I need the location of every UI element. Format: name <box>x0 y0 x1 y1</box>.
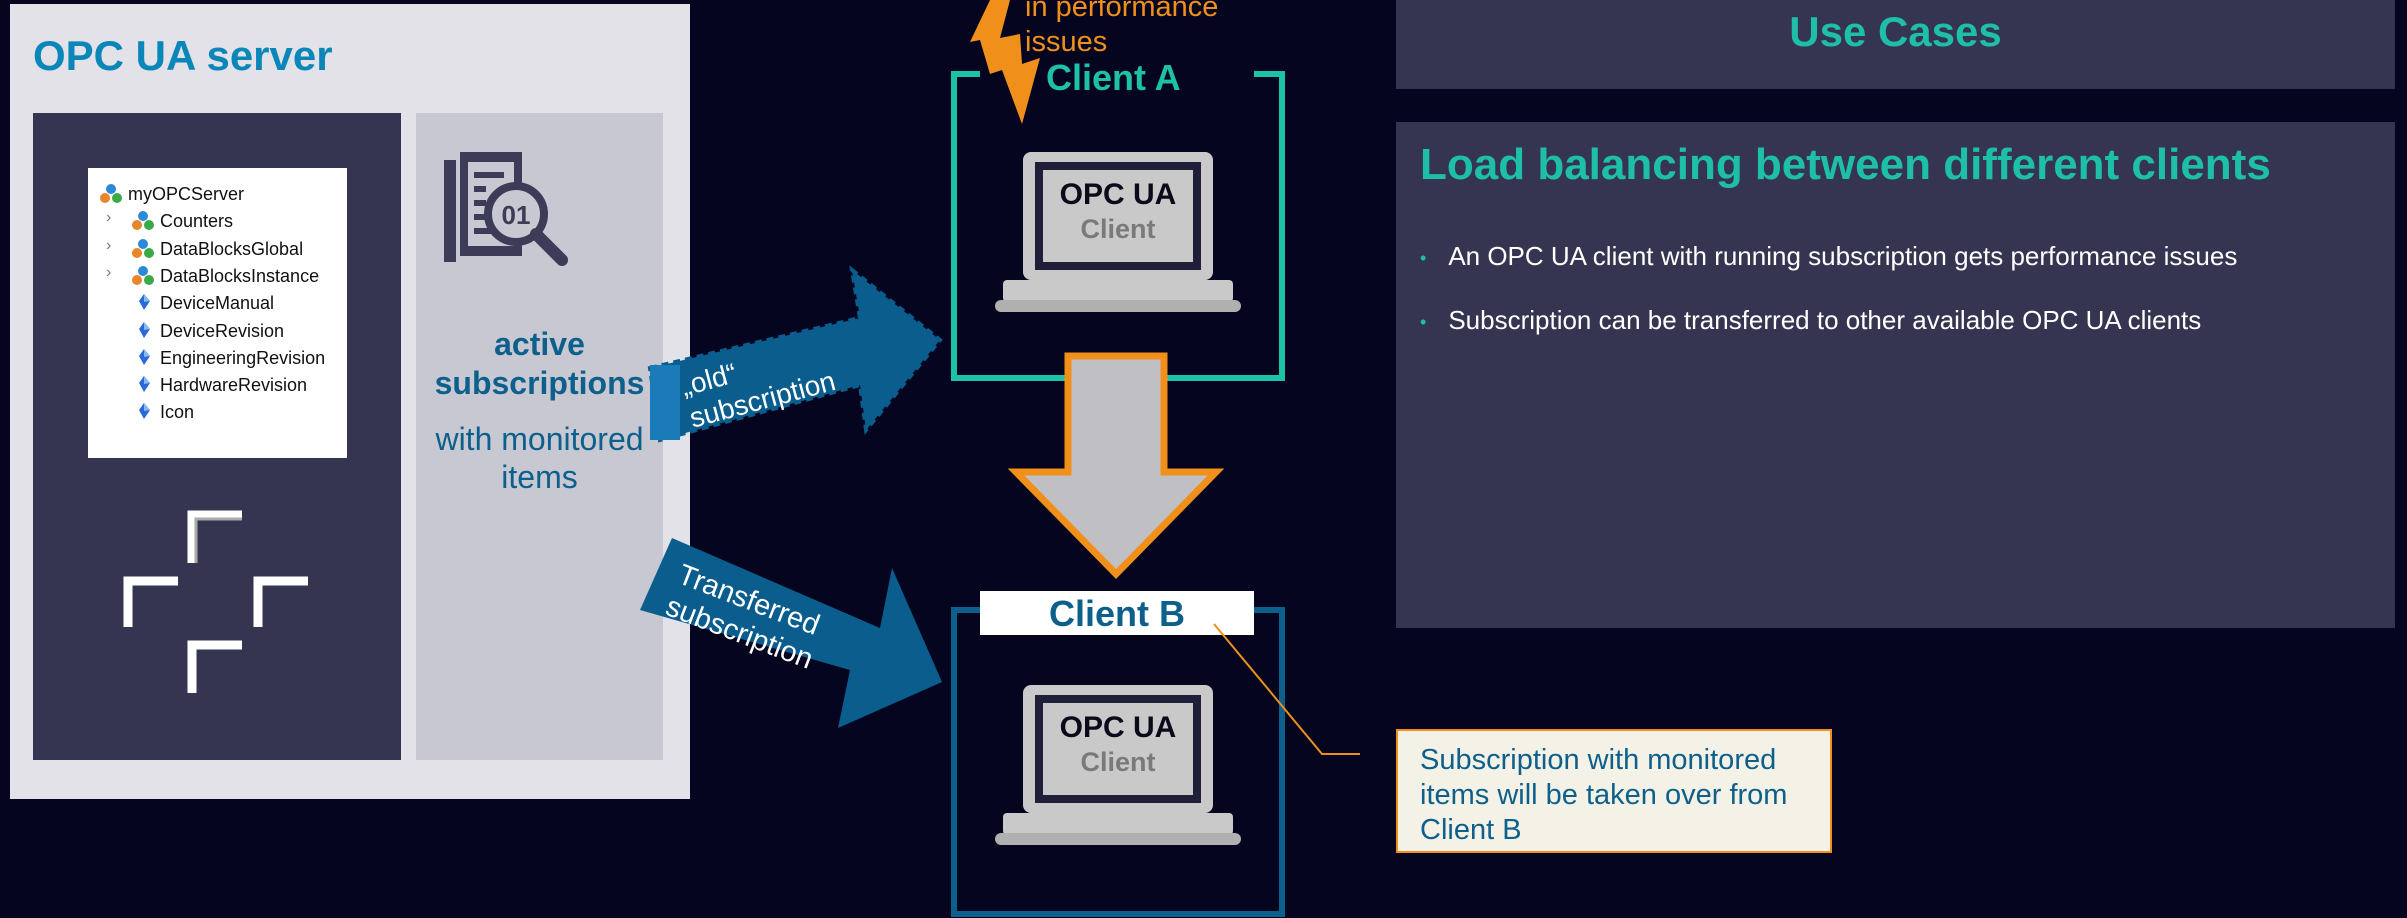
svg-text:OPC UA: OPC UA <box>1060 178 1177 211</box>
tree-item[interactable]: Icon <box>160 402 195 423</box>
load-balancing-heading: Load balancing between different clients <box>1420 140 2271 189</box>
use-case-bullet: •Subscription can be transferred to othe… <box>1420 305 2202 335</box>
client-a-label: Client A <box>1046 57 1181 98</box>
multi-cube-icon <box>132 265 154 285</box>
property-diamond-icon <box>139 294 150 311</box>
client-b-label-box <box>980 591 1254 635</box>
property-diamond-icon <box>139 348 150 365</box>
property-diamond-icon <box>139 321 150 338</box>
svg-text:Client: Client <box>1080 747 1155 777</box>
old-subscription-arrow: „old“ subscription <box>647 265 943 443</box>
document-search-icon: 01 <box>444 152 568 266</box>
tree-expand-caret-icon[interactable]: › <box>106 236 112 254</box>
callout-leader-line <box>1213 623 1360 755</box>
transferred-subscription-arrow: Transferred subscription <box>640 538 942 728</box>
client-b-frame <box>951 607 1285 917</box>
tree-item[interactable]: HardwareRevision <box>160 375 308 396</box>
tree-expand-caret-icon[interactable]: › <box>106 209 112 227</box>
tree-item[interactable]: myOPCServer <box>128 184 245 204</box>
svg-text:OPC UA: OPC UA <box>1060 711 1177 744</box>
performance-issue-label: in performance issues <box>1025 0 1219 58</box>
use-cases-header-panel <box>1396 0 2395 89</box>
tree-item[interactable]: DataBlocksInstance <box>160 265 320 286</box>
focus-corners-icon <box>123 510 308 693</box>
transfer-callout: Subscription with monitored items will b… <box>1396 729 1832 853</box>
svg-text:Client: Client <box>1080 214 1155 244</box>
monitored-items-label: with monitored items <box>435 421 644 495</box>
multi-cube-icon <box>100 184 122 203</box>
multi-cube-icon <box>132 238 154 258</box>
tree-item[interactable]: DeviceManual <box>160 293 275 314</box>
down-arrow <box>1007 352 1225 579</box>
property-diamond-icon <box>139 403 150 420</box>
laptop-client-a-icon: OPC UA Client <box>995 152 1241 312</box>
tree-expand-caret-icon[interactable]: › <box>106 263 112 281</box>
multi-cube-icon <box>132 211 154 231</box>
use-case-bullet: •An OPC UA client with running subscript… <box>1420 241 2238 271</box>
address-space-tree: myOPCServer › Counters › DataBlocksGlobal › Da… <box>88 168 347 458</box>
lightning-bolt-icon <box>970 0 1040 124</box>
load-balancing-panel <box>1396 122 2395 628</box>
tree-item[interactable]: EngineeringRevision <box>160 347 326 368</box>
active-subscriptions-label: active subscriptions <box>434 326 645 401</box>
tree-item[interactable]: DataBlocksGlobal <box>160 238 304 259</box>
server-title: OPC UA server <box>33 32 333 79</box>
property-diamond-icon <box>139 376 150 393</box>
client-b-label: Client B <box>1048 593 1185 634</box>
tree-item[interactable]: Counters <box>160 211 234 232</box>
tree-item[interactable]: DeviceRevision <box>160 320 285 341</box>
document-icon-number: 01 <box>502 200 531 230</box>
laptop-client-b-icon: OPC UA Client <box>995 685 1241 845</box>
use-cases-title: Use Cases <box>1789 8 2002 55</box>
